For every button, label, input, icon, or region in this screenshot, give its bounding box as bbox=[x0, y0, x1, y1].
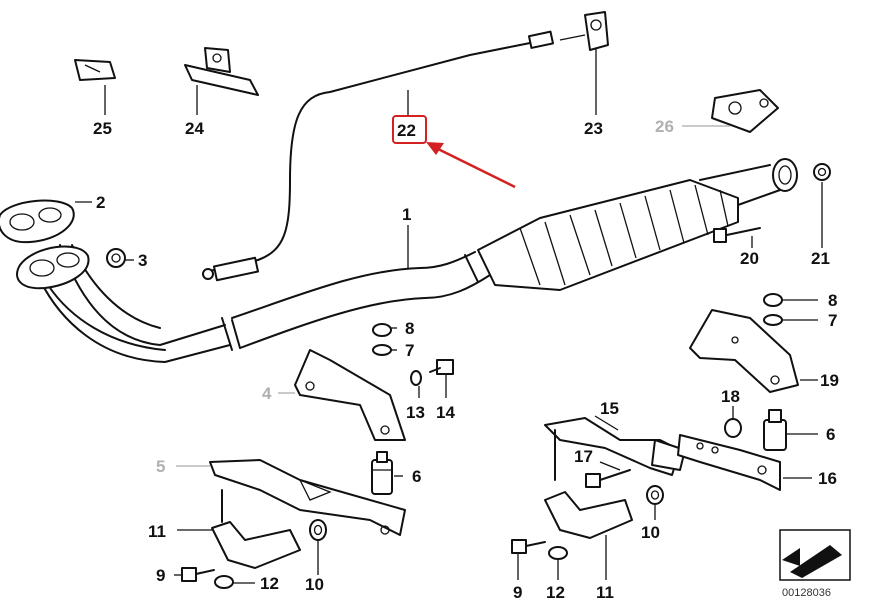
label-part-25[interactable]: 25 bbox=[93, 119, 112, 138]
flange-gasket-part-2[interactable] bbox=[0, 199, 90, 290]
label-part-19[interactable]: 19 bbox=[820, 371, 839, 390]
label-part-4[interactable]: 4 bbox=[262, 384, 272, 403]
label-part-6-right[interactable]: 6 bbox=[826, 425, 835, 444]
clip-part-24[interactable] bbox=[184, 47, 259, 96]
label-part-11-left[interactable]: 11 bbox=[148, 522, 166, 541]
highlight-box-part-22 bbox=[392, 115, 427, 144]
label-part-9-left[interactable]: 9 bbox=[156, 566, 165, 585]
bolt-part-14[interactable] bbox=[429, 359, 454, 375]
bolt-part-17[interactable] bbox=[585, 469, 631, 488]
label-part-1[interactable]: 1 bbox=[402, 205, 411, 224]
part-labels: 25 24 22 23 26 2 3 1 20 21 8 7 8 7 4 13 … bbox=[93, 117, 839, 602]
bolt-part-9-left[interactable] bbox=[181, 567, 215, 582]
label-part-12-left[interactable]: 12 bbox=[260, 574, 279, 593]
nut-part-18[interactable] bbox=[724, 418, 742, 438]
label-part-16[interactable]: 16 bbox=[818, 469, 837, 488]
label-part-10-left[interactable]: 10 bbox=[305, 575, 324, 594]
label-part-12-right[interactable]: 12 bbox=[546, 583, 565, 602]
bracket-part-16[interactable] bbox=[677, 434, 781, 491]
nut-part-3[interactable] bbox=[106, 248, 126, 268]
diagram-id: 00128036 bbox=[782, 587, 831, 599]
label-part-9-right[interactable]: 9 bbox=[513, 583, 522, 602]
nut-part-21[interactable] bbox=[813, 163, 831, 181]
label-part-22[interactable]: 22 bbox=[397, 121, 416, 140]
clamp-part-11-right[interactable] bbox=[544, 491, 633, 539]
rubber-mount-part-6-middle[interactable] bbox=[371, 451, 393, 495]
label-part-3[interactable]: 3 bbox=[138, 251, 147, 270]
oxygen-sensor-part-22[interactable] bbox=[202, 30, 554, 282]
label-part-10-right[interactable]: 10 bbox=[641, 523, 660, 542]
nut-part-12-right[interactable] bbox=[548, 546, 568, 560]
label-part-6-middle[interactable]: 6 bbox=[412, 467, 421, 486]
label-part-2[interactable]: 2 bbox=[96, 193, 105, 212]
bolt-part-9-right[interactable] bbox=[511, 539, 546, 554]
washer-part-7-middle[interactable] bbox=[372, 344, 392, 356]
bracket-part-19[interactable] bbox=[689, 309, 799, 393]
label-part-11-right[interactable]: 11 bbox=[596, 583, 614, 602]
bracket-part-5[interactable] bbox=[209, 459, 406, 536]
label-part-14[interactable]: 14 bbox=[436, 403, 455, 422]
mount-bracket-part-4[interactable] bbox=[294, 349, 406, 441]
bracket-part-15[interactable] bbox=[544, 417, 686, 481]
nut-part-10-left[interactable] bbox=[309, 519, 327, 541]
bracket-part-26[interactable] bbox=[711, 89, 779, 133]
label-part-26[interactable]: 26 bbox=[655, 117, 674, 136]
washer-part-7-right[interactable] bbox=[763, 314, 783, 326]
label-part-7-middle[interactable]: 7 bbox=[405, 341, 414, 360]
nut-part-8-right[interactable] bbox=[763, 293, 783, 307]
clamp-part-11-left[interactable] bbox=[211, 489, 301, 569]
leader-lines bbox=[75, 48, 823, 584]
folded-sheet-arrow-icon bbox=[779, 529, 851, 581]
label-part-24[interactable]: 24 bbox=[185, 119, 204, 138]
bolt-part-20[interactable] bbox=[713, 227, 761, 243]
bracket-part-23[interactable] bbox=[559, 11, 609, 51]
red-arrow-icon bbox=[426, 142, 516, 189]
label-part-8-right[interactable]: 8 bbox=[828, 291, 837, 310]
label-part-18[interactable]: 18 bbox=[721, 387, 740, 406]
label-part-20[interactable]: 20 bbox=[740, 249, 759, 268]
nut-part-8-middle[interactable] bbox=[372, 323, 392, 337]
label-part-5[interactable]: 5 bbox=[156, 457, 165, 476]
clip-part-25[interactable] bbox=[74, 59, 116, 81]
label-part-13[interactable]: 13 bbox=[406, 403, 425, 422]
nut-part-12-left[interactable] bbox=[214, 575, 234, 589]
label-part-7-right[interactable]: 7 bbox=[828, 311, 837, 330]
catalytic-converter[interactable] bbox=[477, 158, 798, 291]
label-part-15[interactable]: 15 bbox=[600, 399, 619, 418]
label-part-23[interactable]: 23 bbox=[584, 119, 603, 138]
label-part-8-middle[interactable]: 8 bbox=[405, 319, 414, 338]
label-part-21[interactable]: 21 bbox=[811, 249, 830, 268]
nut-part-10-right[interactable] bbox=[646, 485, 664, 505]
washer-part-13[interactable] bbox=[410, 370, 422, 386]
rubber-mount-part-6-right[interactable] bbox=[763, 409, 787, 451]
label-part-17[interactable]: 17 bbox=[574, 447, 593, 466]
